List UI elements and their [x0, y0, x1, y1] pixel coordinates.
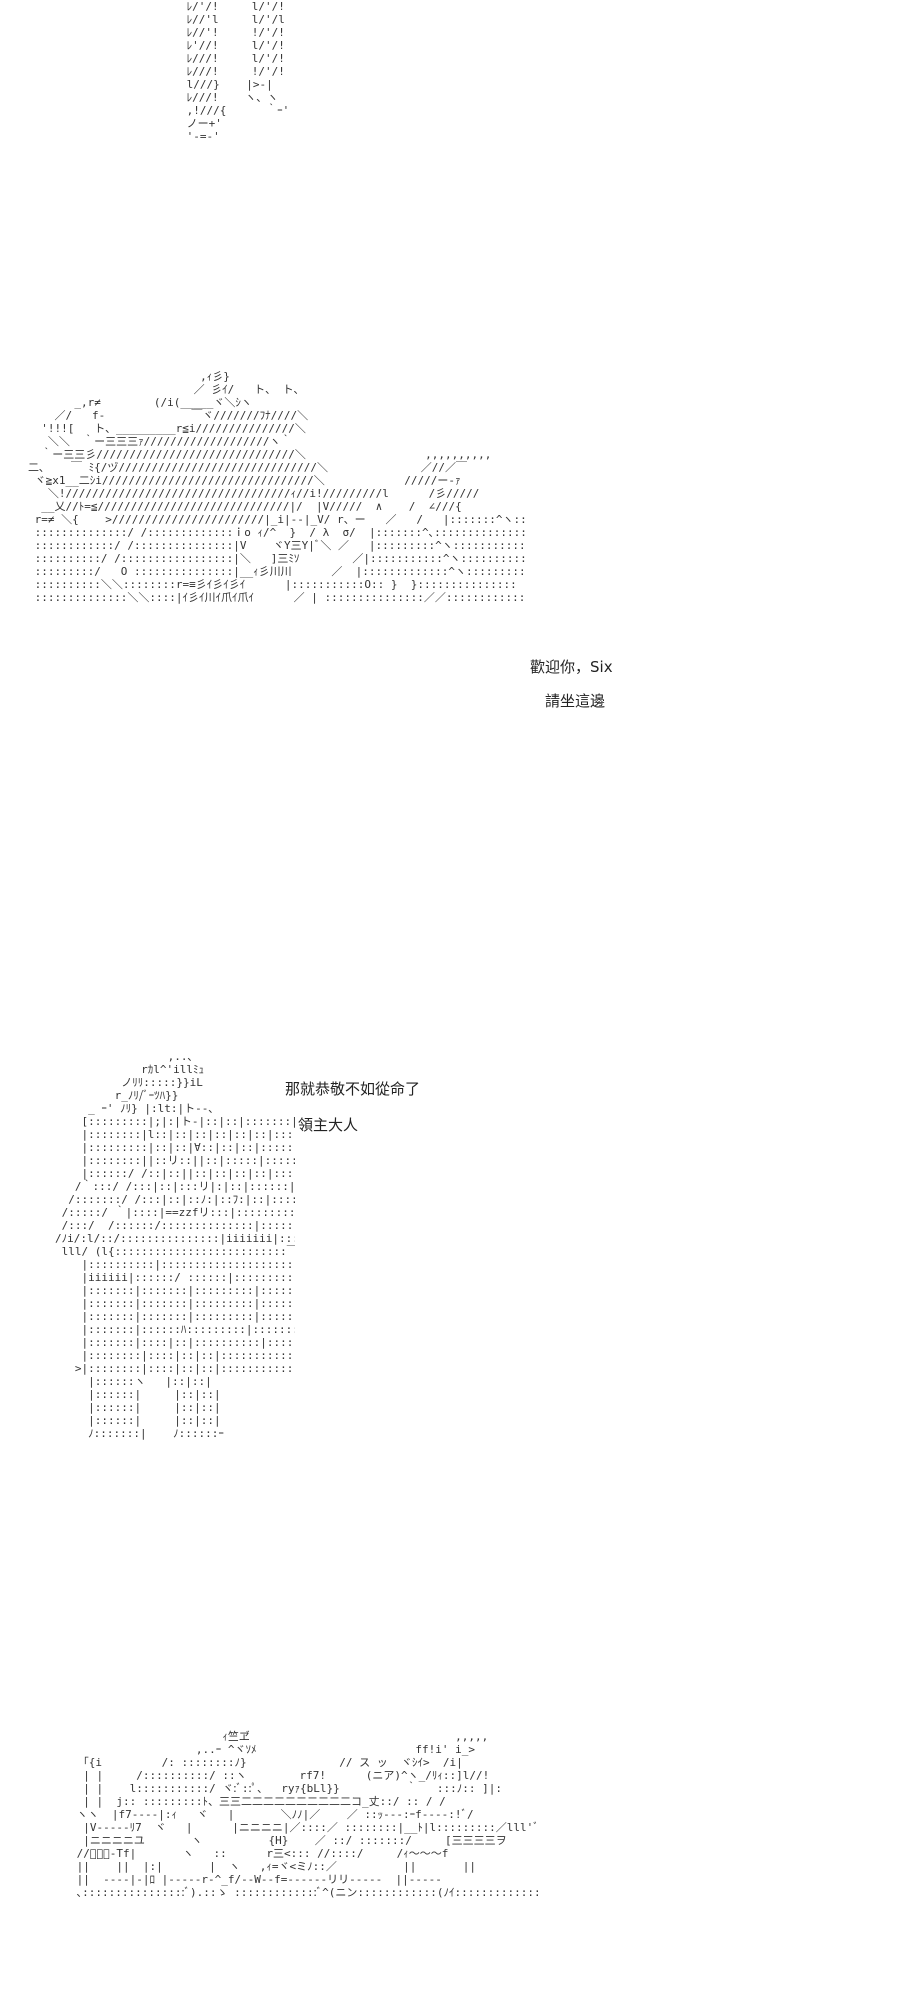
dialogue-line-4: 領主大人 — [298, 1116, 359, 1134]
ascii-art-legs: ﾚ/'/! l/'/! ﾚ//'l l/'/l ﾚ//'! !/'/! ﾚ'//… — [186, 0, 290, 143]
scene-table: ｨ竺ヹ ,,,,, ,..ｰ ^ヾｿﾒ ff!i' i_> ｢{i /: :::… — [0, 1730, 907, 1990]
scene-dragon: ,ｨ彡} ／ 彡ｲ/ ト、 ト、 _,r≠ (/i(_____ヾ＼ｼヽ ／/ f… — [0, 370, 907, 850]
dialogue-line-3: 那就恭敬不如從命了 — [285, 1080, 421, 1098]
ascii-art-table: ｨ竺ヹ ,,,,, ,..ｰ ^ヾｿﾒ ff!i' i_> ｢{i /: :::… — [76, 1730, 540, 1899]
dialogue-line-1: 歡迎你，Six — [530, 658, 613, 676]
scene-knight: ,..､ rｶl^'illﾐｭ ノﾘﾘ:::::}}iL r_ﾉﾘ/ﾞｰﾂﾊ}}… — [0, 1050, 907, 1590]
ascii-art-knight: ,..､ rｶl^'illﾐｭ ノﾘﾘ:::::}}iL r_ﾉﾘ/ﾞｰﾂﾊ}}… — [55, 1050, 295, 1440]
scene-legs: ﾚ/'/! l/'/! ﾚ//'l l/'/l ﾚ//'! !/'/! ﾚ'//… — [0, 0, 907, 180]
ascii-art-dragon: ,ｨ彡} ／ 彡ｲ/ ト、 ト、 _,r≠ (/i(_____ヾ＼ｼヽ ／/ f… — [28, 370, 528, 604]
dialogue-line-2: 請坐這邊 — [545, 692, 606, 710]
